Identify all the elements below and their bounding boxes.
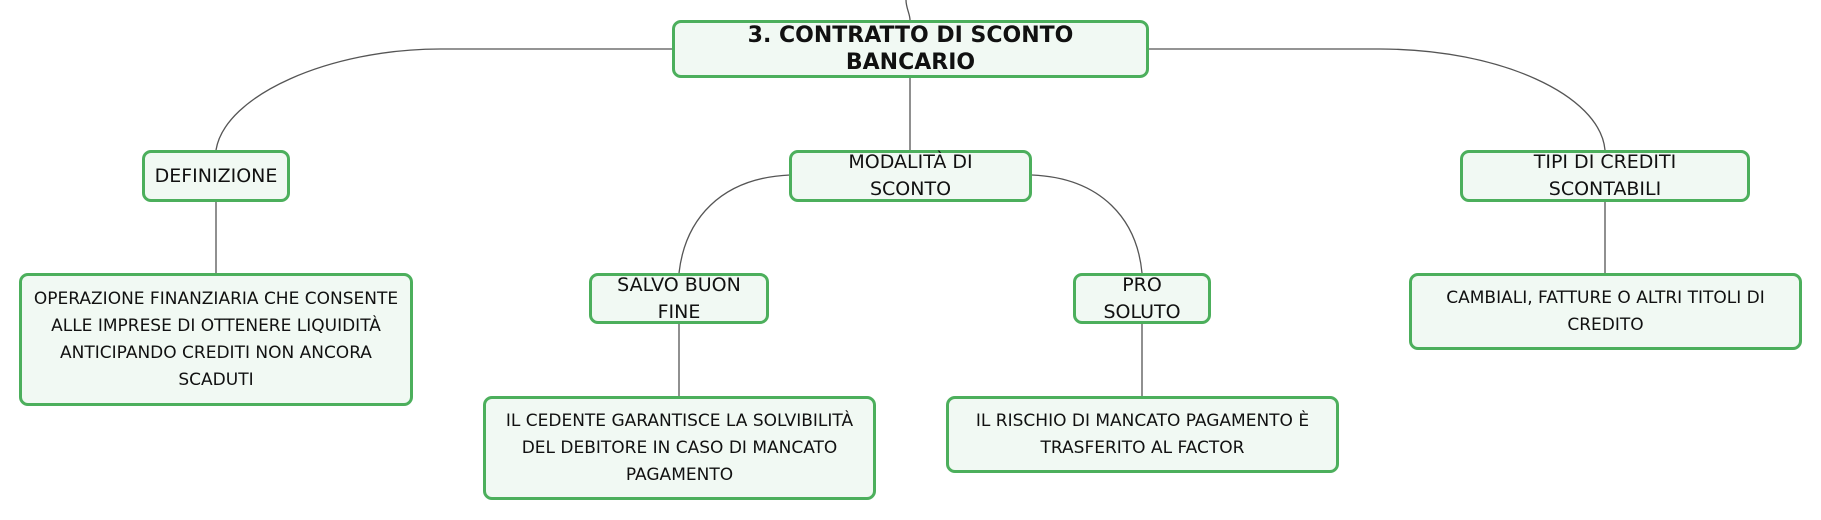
node-modalita-label: MODALITÀ DI SCONTO <box>848 151 973 200</box>
node-definizione-detail[interactable]: OPERAZIONE FINANZIARIA CHE CONSENTE ALLE… <box>19 273 413 406</box>
root-label: 3. CONTRATTO DI SCONTO BANCARIO <box>747 23 1074 75</box>
node-pro-soluto[interactable]: PRO SOLUTO <box>1073 273 1211 324</box>
node-definizione-label: DEFINIZIONE <box>154 164 278 187</box>
node-salvo-label: SALVO BUON FINE <box>617 273 741 323</box>
node-salvo-detail-text: IL CEDENTE GARANTISCE LA SOLVIBILITÀ DEL… <box>505 410 854 485</box>
node-definizione-detail-text: OPERAZIONE FINANZIARIA CHE CONSENTE ALLE… <box>33 288 399 390</box>
node-definizione[interactable]: DEFINIZIONE <box>142 150 290 202</box>
connector-modalita-to-pro-soluto <box>1031 174 1143 274</box>
node-tipi-label: TIPI DI CREDITI SCONTABILI <box>1533 151 1677 200</box>
node-tipi-detail[interactable]: CAMBIALI, FATTURE O ALTRI TITOLI DI CRED… <box>1409 273 1802 350</box>
node-modalita-di-sconto[interactable]: MODALITÀ DI SCONTO <box>789 150 1032 202</box>
connector-parent-to-root <box>905 0 911 21</box>
node-pro-soluto-detail-text: IL RISCHIO DI MANCATO PAGAMENTO È TRASFE… <box>975 410 1310 458</box>
node-tipi-di-crediti[interactable]: TIPI DI CREDITI SCONTABILI <box>1460 150 1750 202</box>
connector-root-to-definizione <box>215 48 672 151</box>
connector-root-to-tipi <box>1149 48 1606 151</box>
node-salvo-detail[interactable]: IL CEDENTE GARANTISCE LA SOLVIBILITÀ DEL… <box>483 396 876 500</box>
root-node[interactable]: 3. CONTRATTO DI SCONTO BANCARIO <box>672 20 1149 78</box>
node-pro-soluto-detail[interactable]: IL RISCHIO DI MANCATO PAGAMENTO È TRASFE… <box>946 396 1339 473</box>
connector-modalita-to-salvo <box>678 174 791 274</box>
node-pro-soluto-label: PRO SOLUTO <box>1103 273 1181 323</box>
node-tipi-detail-text: CAMBIALI, FATTURE O ALTRI TITOLI DI CRED… <box>1446 287 1765 335</box>
node-salvo-buon-fine[interactable]: SALVO BUON FINE <box>589 273 769 324</box>
